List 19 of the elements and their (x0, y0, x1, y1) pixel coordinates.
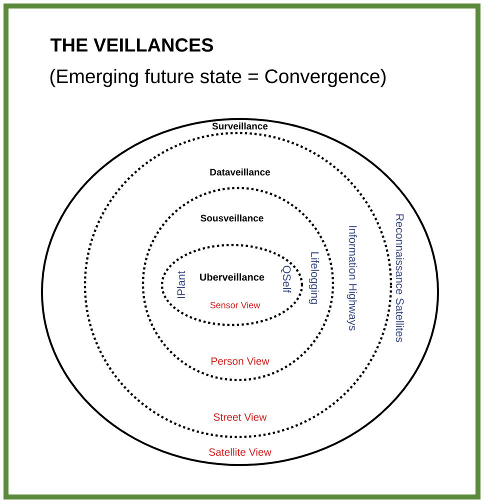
ellipse-label: Sousveillance (200, 214, 264, 222)
ellipse-label: Reconnaissance Satellites (396, 214, 404, 342)
ellipse-label: Dataveillance (210, 168, 270, 176)
ellipse-label: Street View (214, 413, 267, 421)
dotted-ellipse (142, 186, 334, 382)
ellipse-label: Sensor View (210, 302, 260, 308)
solid-ellipse (41, 118, 439, 466)
ellipse-label: Information Highways (346, 226, 358, 330)
ellipse-label: Surveillance (212, 122, 268, 130)
dotted-ellipse (84, 132, 392, 438)
ellipse-label: Satellite View (209, 448, 272, 456)
ellipse-label: QSelf (280, 266, 292, 293)
subtitle: (Emerging future state = Convergence) (50, 68, 386, 88)
title: THE VEILLANCES (50, 38, 214, 52)
ellipse-label: IPlant (176, 271, 186, 298)
ellipse-label: Person View (211, 357, 270, 365)
dotted-ellipse (160, 244, 304, 326)
ellipse-label: Lifelogging (308, 252, 320, 304)
ellipse-label: Uberveillance (200, 273, 264, 281)
